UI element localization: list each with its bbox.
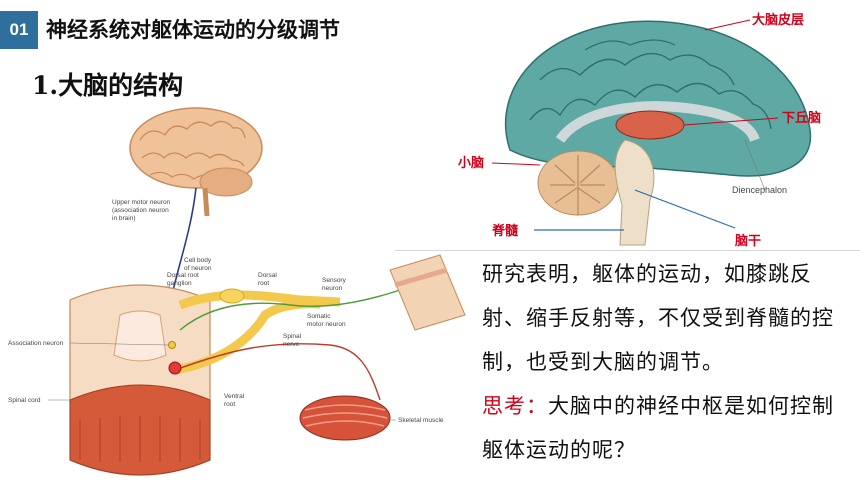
label-skeletal-muscle: Skeletal muscle [398,417,444,424]
think-label: 思考： [482,394,548,418]
label-hypothalamus: 下丘脑 [782,110,821,126]
sensory-neuron-axon [179,289,401,331]
label-spinal-nerve-2: nerve [283,341,300,348]
brainstem-illustration [614,139,655,246]
label-upper-motor-neuron-3: in brain) [112,215,135,222]
label-somatic-motor: Somatic [307,313,331,320]
label-spinal-cord: Spinal cord [8,397,41,404]
label-cell-body-2: of neuron [184,265,212,272]
section-subtitle: 1.大脑的结构 [32,71,184,100]
dorsal-root-ganglion [219,288,245,304]
label-sensory-neuron: Sensory [322,277,347,284]
label-upper-motor-neuron: Upper motor neuron [112,199,171,206]
association-neuron-body [168,341,176,349]
label-dorsal-root-2: root [258,280,269,287]
skin-patch [389,254,466,331]
paragraph-text: 研究表明，躯体的运动，如膝跳反射、缩手反射等，不仅受到脊髓的控制，也受到大脑的调… [482,262,834,374]
label-sensory-neuron-2: neuron [322,285,343,292]
label-spinal-cord-cn: 脊髓 [491,223,519,239]
hypothalamus-illustration [615,110,685,140]
divider-line [395,250,860,251]
label-cell-body: Cell body [184,257,212,264]
spinal-cord-segment [69,284,211,476]
body-text: 研究表明，躯体的运动，如膝跳反射、缩手反射等，不仅受到脊髓的控制，也受到大脑的调… [482,252,842,472]
label-diencephalon: Diencephalon [732,185,787,195]
think-question: 大脑中的神经中枢是如何控制躯体运动的呢？ [482,394,834,462]
cerebral-cortex-illustration [504,20,812,177]
dorsal-root-nerve [178,290,341,310]
motor-cell-body [168,361,182,375]
label-dorsal-root: Dorsal [258,272,277,279]
reflex-arc-diagram: Upper motor neuron (association neuron i… [8,107,466,476]
label-cerebral-cortex: 大脑皮层 [752,12,804,28]
label-brainstem: 脑干 [735,233,761,249]
label-ventral-root: Ventral [224,393,245,400]
ventral-root-nerve [174,299,321,375]
cerebellum-illustration [537,150,619,216]
label-cerebellum: 小脑 [458,155,484,171]
slide-title: 神经系统对躯体运动的分级调节 [46,18,340,42]
label-dorsal-root-ganglion: Dorsal root [167,272,199,279]
small-brain-illustration [129,107,263,217]
label-ventral-root-2: root [224,401,235,408]
brain-sagittal-diagram: Diencephalon 大脑皮层 下丘脑 小脑 脊髓 脑干 [458,12,821,249]
label-dorsal-root-ganglion-2: ganglion [167,280,192,287]
label-spinal-nerve: Spinal [283,333,302,340]
label-association-neuron: Association neuron [8,340,64,347]
somatic-motor-neuron-axon [174,343,381,401]
label-somatic-motor-2: motor neuron [307,321,346,328]
label-upper-motor-neuron-2: (association neuron [112,207,169,214]
skeletal-muscle-illustration [299,395,391,441]
section-number-badge: 01 [0,11,38,49]
